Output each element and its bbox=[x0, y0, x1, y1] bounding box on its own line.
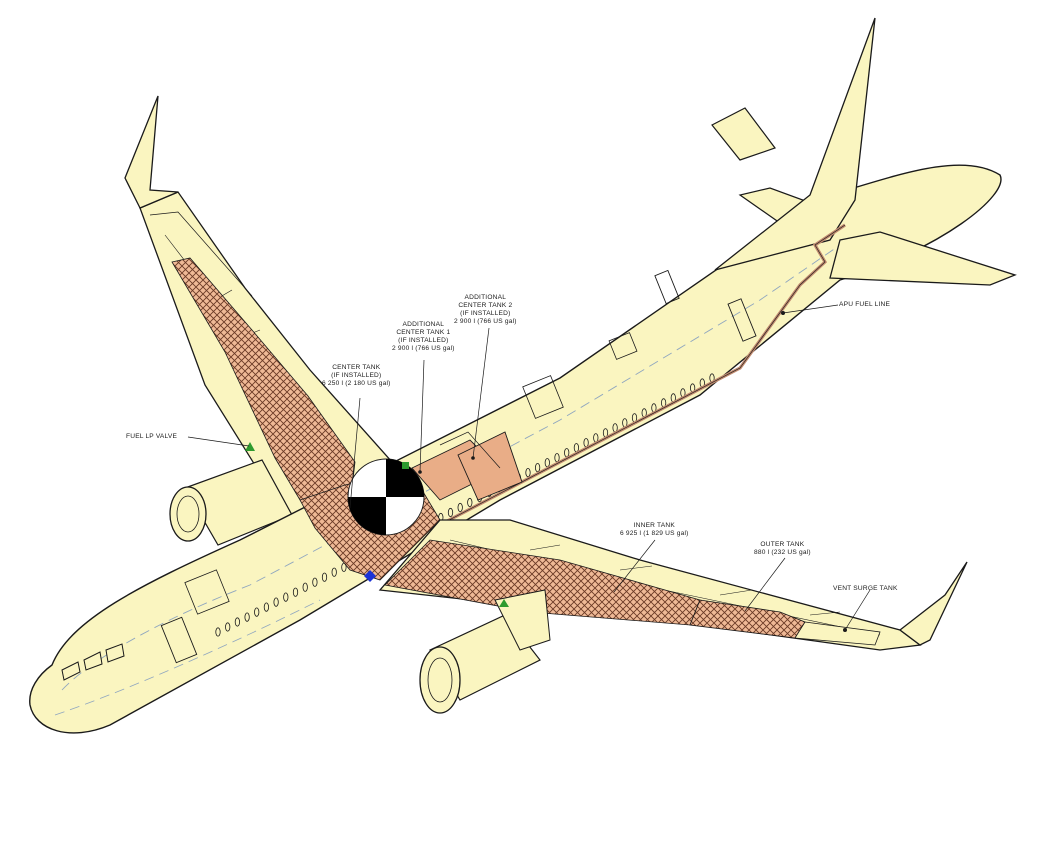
cabin-window bbox=[244, 612, 250, 622]
additional-center-tank-2-label: ADDITIONAL CENTER TANK 2 (IF INSTALLED) … bbox=[454, 294, 517, 326]
cabin-window bbox=[263, 602, 269, 612]
act2-label-line4: 2 900 l (766 US gal) bbox=[454, 318, 517, 325]
center-tank-label-line3: 6 250 l (2 180 US gal) bbox=[322, 380, 391, 387]
act1-label-line4: 2 900 l (766 US gal) bbox=[392, 345, 455, 352]
outer-tank-label-line2: 880 l (232 US gal) bbox=[754, 549, 811, 556]
outer-tank-label-line1: OUTER TANK bbox=[760, 541, 805, 548]
cabin-window bbox=[273, 597, 279, 607]
apu-fuel-line-label-text: APU FUEL LINE bbox=[839, 301, 891, 308]
cabin-window bbox=[573, 443, 580, 453]
fuselage-body bbox=[29, 164, 1002, 734]
center-tank-valve-marker bbox=[402, 462, 409, 469]
vent-surge-tank-label: VENT SURGE TANK bbox=[833, 585, 898, 593]
fuel-lp-valve-label: FUEL LP VALVE bbox=[126, 433, 177, 441]
cabin-window bbox=[283, 592, 289, 602]
right-winglet bbox=[898, 561, 968, 646]
cabin-window bbox=[457, 502, 463, 513]
inner-tank-label-line2: 6 925 l (1 829 US gal) bbox=[620, 530, 689, 537]
cabin-window bbox=[215, 627, 221, 637]
cabin-window bbox=[302, 582, 308, 592]
cabin-window bbox=[593, 433, 599, 443]
cabin-window bbox=[564, 448, 570, 458]
cabin-window bbox=[254, 607, 260, 617]
apu-fuel-line-label: APU FUEL LINE bbox=[839, 301, 890, 309]
inner-tank-label: INNER TANK 6 925 l (1 829 US gal) bbox=[620, 522, 689, 538]
left-wing bbox=[124, 95, 393, 521]
act2-label-line2: CENTER TANK 2 bbox=[458, 302, 513, 309]
act1-label-line2: CENTER TANK 1 bbox=[396, 329, 451, 336]
act1-dot bbox=[418, 470, 422, 474]
center-tank-label-line1: CENTER TANK bbox=[332, 364, 381, 371]
act2-dot bbox=[471, 456, 475, 460]
act1-label-line3: (IF INSTALLED) bbox=[398, 337, 449, 344]
left-winglet bbox=[124, 95, 179, 209]
cabin-window bbox=[225, 622, 231, 632]
cabin-window bbox=[321, 572, 328, 582]
fuel-lp-valve-marker bbox=[245, 442, 255, 451]
cabin-window bbox=[234, 617, 240, 627]
right-engine bbox=[419, 589, 551, 714]
cabin-window bbox=[534, 462, 541, 473]
outer-tank-label: OUTER TANK 880 l (232 US gal) bbox=[754, 541, 811, 557]
cabin-window bbox=[331, 567, 337, 577]
right-vent-surge-tank bbox=[794, 621, 881, 646]
cg-marker bbox=[347, 458, 425, 536]
apu-fuel-line-dot bbox=[781, 311, 785, 315]
inner-tank-label-line1: INNER TANK bbox=[633, 522, 675, 529]
pump-marker bbox=[364, 570, 376, 582]
vertical-stabilizer bbox=[711, 17, 876, 271]
cabin-window bbox=[292, 587, 299, 597]
act2-label-line3: (IF INSTALLED) bbox=[460, 310, 511, 317]
vent-surge-tank-label-text: VENT SURGE TANK bbox=[833, 585, 898, 592]
cabin-window bbox=[312, 577, 318, 587]
cabin-window bbox=[583, 438, 589, 448]
cabin-window bbox=[447, 507, 454, 518]
fuselage bbox=[29, 164, 1002, 734]
act1-label-line1: ADDITIONAL bbox=[402, 321, 445, 328]
leader-lines bbox=[187, 304, 871, 631]
cabin-window bbox=[525, 467, 531, 478]
cabin-window bbox=[467, 497, 473, 508]
right-wing-valve-marker bbox=[499, 599, 509, 607]
additional-center-tank-1-label: ADDITIONAL CENTER TANK 1 (IF INSTALLED) … bbox=[392, 321, 455, 353]
fuel-lp-valve-label-text: FUEL LP VALVE bbox=[126, 433, 178, 440]
cabin-window bbox=[554, 453, 560, 463]
center-tank-label-line2: (IF INSTALLED) bbox=[331, 372, 382, 379]
vent-surge-tank-dot bbox=[843, 628, 847, 632]
cabin-window bbox=[544, 458, 550, 468]
act2-label-line1: ADDITIONAL bbox=[464, 294, 507, 301]
center-tank-label: CENTER TANK (IF INSTALLED) 6 250 l (2 18… bbox=[322, 364, 391, 388]
right-wing bbox=[378, 519, 968, 651]
